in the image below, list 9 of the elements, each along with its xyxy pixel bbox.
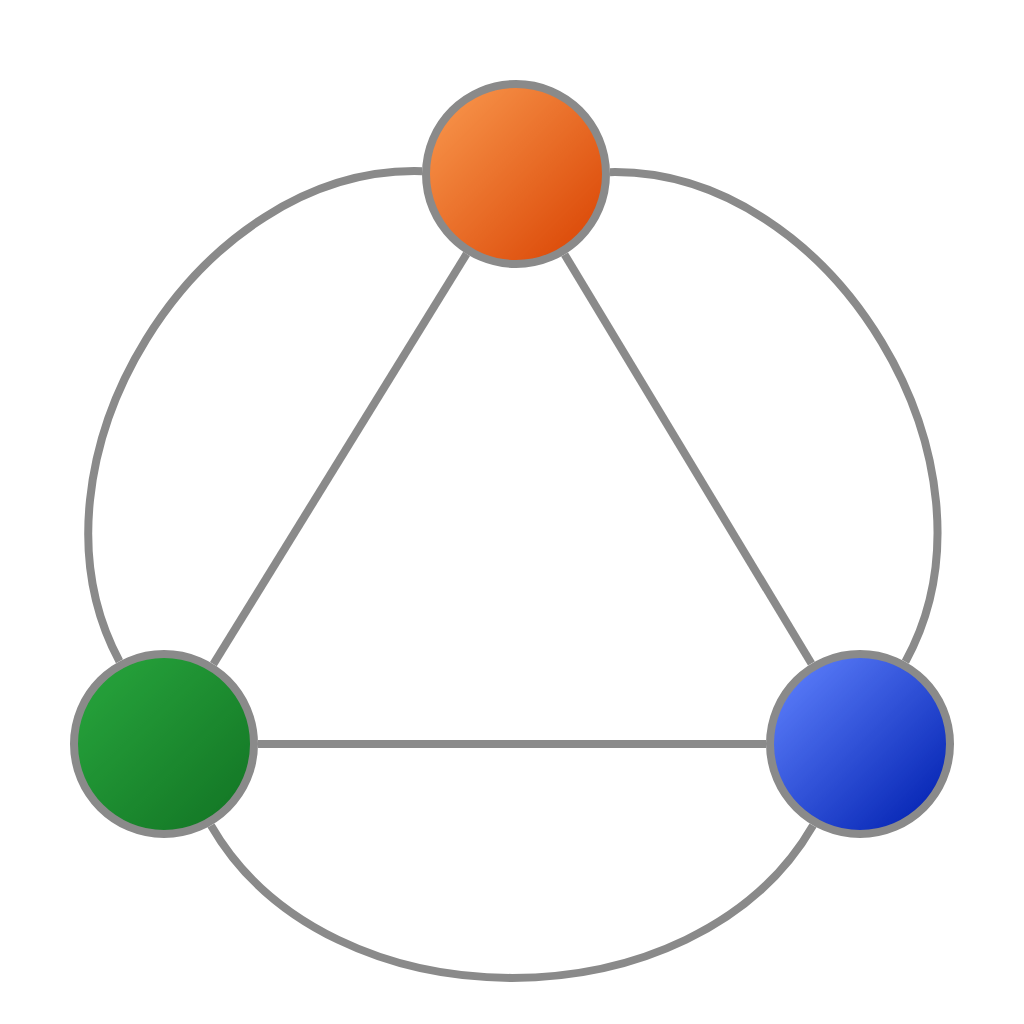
connector-arc: [609, 168, 941, 664]
connector-arc: [207, 823, 817, 982]
connector-line: [210, 251, 471, 667]
circle-node: [70, 650, 258, 838]
circle-node: [422, 80, 610, 268]
connector-line: [561, 252, 815, 666]
connector-line: [258, 740, 766, 748]
connector-arc: [85, 167, 423, 663]
circle-node: [766, 650, 954, 838]
